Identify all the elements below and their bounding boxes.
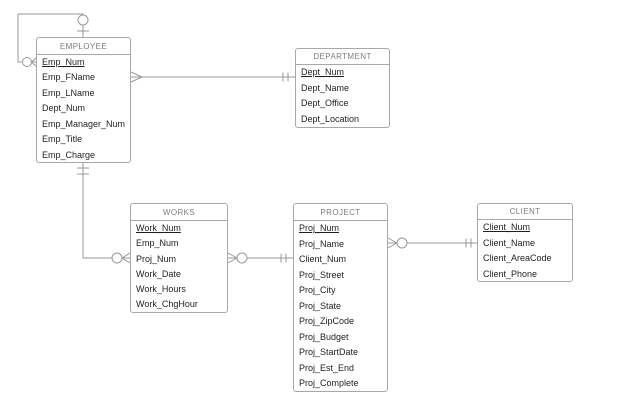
field-work-date: Work_Date bbox=[136, 268, 181, 279]
field-proj-num: Proj_Num bbox=[136, 253, 177, 264]
relationship-employee-works bbox=[77, 163, 131, 264]
field-proj-est-end: Proj_Est_End bbox=[299, 362, 355, 373]
field-work-num: Work_Num bbox=[136, 223, 181, 233]
field-emp-charge: Emp_Charge bbox=[42, 149, 96, 160]
entity-title: DEPARTMENT bbox=[296, 49, 389, 65]
field-work-chghour: Work_ChgHour bbox=[136, 299, 198, 310]
field-dept-num: Dept_Num bbox=[42, 103, 86, 114]
entity-title: WORKS bbox=[131, 204, 227, 221]
field-emp-title: Emp_Title bbox=[42, 134, 83, 145]
field-client-phone: Client_Phone bbox=[483, 268, 538, 279]
field-dept-num: Dept_Num bbox=[301, 67, 345, 77]
field-emp-manager-num: Emp_Manager_Num bbox=[42, 118, 126, 129]
field-dept-location: Dept_Location bbox=[301, 113, 360, 124]
field-client-num: Client_Num bbox=[299, 254, 347, 264]
field-emp-fname: Emp_FName bbox=[42, 72, 96, 83]
field-dept-name: Dept_Name bbox=[301, 82, 350, 93]
entity-project[interactable]: PROJECT Proj_Num Proj_Name Client_Num Pr… bbox=[293, 203, 388, 392]
zero-ring-icon bbox=[22, 57, 32, 67]
entity-title: CLIENT bbox=[478, 204, 572, 220]
zero-ring-icon bbox=[111, 252, 123, 264]
field-client-name: Client_Name bbox=[483, 237, 536, 248]
field-client-areacode: Client_AreaCode bbox=[483, 253, 552, 263]
one-tick-icon bbox=[77, 167, 89, 175]
field-proj-name: Proj_Name bbox=[299, 238, 345, 249]
field-proj-city: Proj_City bbox=[299, 285, 336, 295]
zero-ring-icon bbox=[396, 237, 408, 249]
field-work-hours: Work_Hours bbox=[136, 284, 186, 295]
crow-foot-icon bbox=[387, 237, 398, 249]
zero-ring-icon bbox=[77, 14, 89, 26]
relationship-line bbox=[82, 163, 112, 259]
relationship-works-project bbox=[227, 252, 293, 264]
field-emp-num: Emp_Num bbox=[42, 57, 85, 67]
relationship-employee-department bbox=[130, 71, 295, 83]
crow-foot-icon bbox=[121, 252, 131, 264]
field-proj-complete: Proj_Complete bbox=[299, 378, 359, 388]
field-proj-street: Proj_Street bbox=[299, 269, 345, 280]
entity-title: EMPLOYEE bbox=[37, 38, 130, 55]
field-emp-lname: Emp_LName bbox=[42, 87, 95, 98]
field-proj-budget: Proj_Budget bbox=[299, 331, 349, 342]
field-proj-num: Proj_Num bbox=[299, 223, 340, 233]
crow-foot-icon bbox=[130, 71, 143, 83]
entity-title: PROJECT bbox=[294, 204, 387, 221]
field-client-num: Client_Num bbox=[483, 222, 531, 232]
crow-foot-icon bbox=[227, 252, 238, 264]
field-proj-state: Proj_State bbox=[299, 300, 342, 311]
field-dept-office: Dept_Office bbox=[301, 98, 349, 109]
zero-ring-icon bbox=[236, 252, 248, 264]
field-proj-startdate: Proj_StartDate bbox=[299, 347, 359, 357]
relationship-project-client bbox=[387, 237, 477, 249]
field-proj-zipcode: Proj_ZipCode bbox=[299, 316, 355, 326]
field-emp-num: Emp_Num bbox=[136, 238, 179, 249]
entity-client[interactable]: CLIENT Client_Num Client_Name Client_Are… bbox=[477, 203, 573, 282]
entity-employee[interactable]: EMPLOYEE Emp_Num Emp_FName Emp_LName Dep… bbox=[36, 37, 131, 163]
entity-works[interactable]: WORKS Work_Num Emp_Num Proj_Num Work_Dat… bbox=[130, 203, 228, 313]
one-tick-icon bbox=[280, 253, 287, 263]
one-tick-icon bbox=[465, 238, 472, 248]
entity-department[interactable]: DEPARTMENT Dept_Num Dept_Name Dept_Offic… bbox=[295, 48, 390, 128]
one-tick-icon bbox=[282, 72, 289, 82]
